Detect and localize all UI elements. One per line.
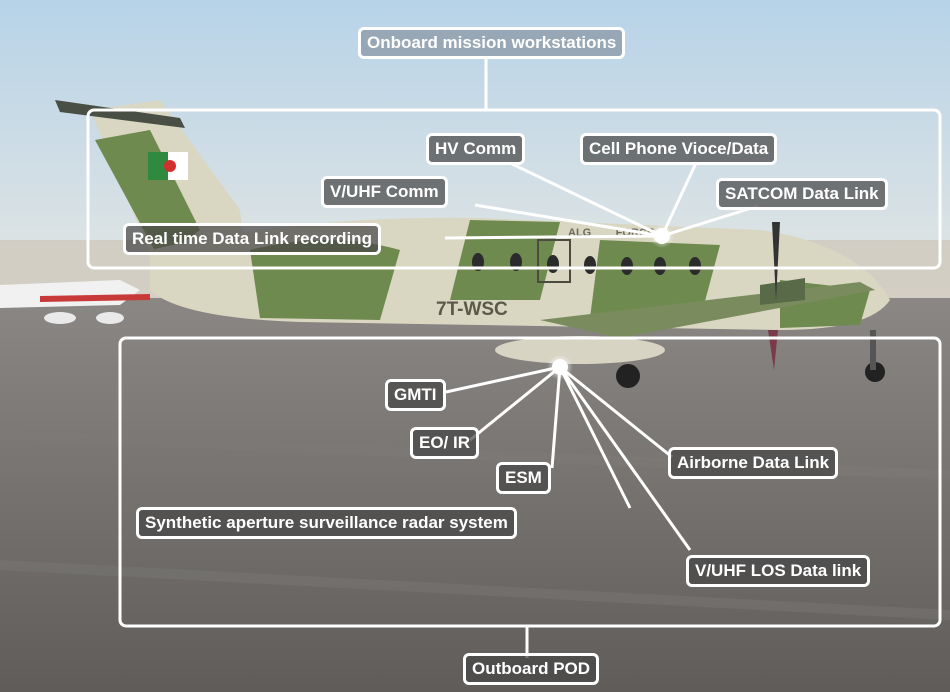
sar-label: Synthetic aperture surveillance radar sy… xyxy=(136,507,517,539)
outboard-frame xyxy=(118,336,942,628)
satcom-label: SATCOM Data Link xyxy=(716,178,888,210)
eo-ir-label: EO/ IR xyxy=(410,427,480,459)
esm-label: ESM xyxy=(496,462,551,494)
onboard-frame xyxy=(86,108,942,270)
airborne-datalink-label: Airborne Data Link xyxy=(668,447,839,479)
hv-comm-label: HV Comm xyxy=(426,133,526,165)
outboard-leader-lines xyxy=(445,365,692,551)
tarmac xyxy=(0,298,950,692)
vuhf-comm-label: V/UHF Comm xyxy=(321,176,448,208)
gmti-label: GMTI xyxy=(385,379,446,411)
vuhf-los-label: V/UHF LOS Data link xyxy=(686,555,871,587)
outboard-pod-label: Outboard POD xyxy=(463,653,600,685)
realtime-recording-label: Real time Data Link recording xyxy=(123,223,381,255)
onboard-leader-lines xyxy=(444,161,759,240)
onboard-header-label: Onboard mission workstations xyxy=(358,27,626,59)
cell-phone-label: Cell Phone Vioce/Data xyxy=(580,133,778,165)
parked-light-aircraft xyxy=(0,280,150,324)
aircraft-registration: 7T-WSC xyxy=(436,299,508,320)
